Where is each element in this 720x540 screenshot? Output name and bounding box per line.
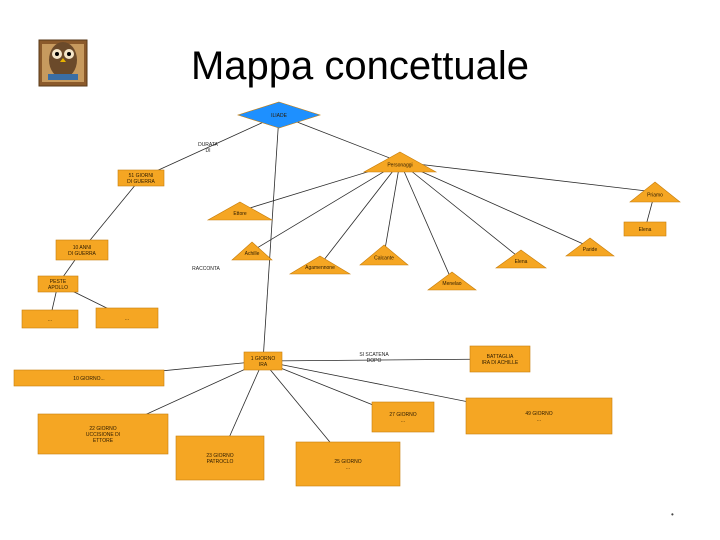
node-shape [469, 345, 531, 373]
node-priamo[interactable]: Priamo [629, 181, 681, 203]
node-elena[interactable]: Elena [623, 221, 667, 237]
node-label: Priamo [647, 192, 663, 198]
node-shape [175, 435, 265, 481]
node-agamennone[interactable]: Agamennone [288, 255, 352, 275]
edge-root-giorni [140, 114, 280, 179]
edge-root-primo [262, 114, 280, 362]
node-root[interactable]: ILIADE [237, 101, 321, 129]
node-shape [427, 271, 477, 291]
node-shape [95, 307, 159, 329]
edge-label-racconta: RACCONTA [192, 266, 220, 272]
edge-personaggi-menelao [399, 161, 453, 282]
node-shape [231, 241, 273, 261]
edge-giorni-dieci [81, 177, 142, 251]
node-shape [371, 401, 435, 433]
node-shape [13, 369, 165, 387]
node-shape [623, 221, 667, 237]
edge-personaggi-paride [399, 161, 591, 248]
node-shape [495, 249, 547, 269]
edge-personaggi-agamennone [319, 161, 401, 266]
node-label: 27 GIORNO... [389, 412, 416, 424]
edge-root-personaggi [278, 114, 401, 163]
node-paride[interactable]: Paride [565, 237, 615, 257]
node-giorno49[interactable]: 49 GIORNO... [465, 397, 613, 435]
node-label: ILIADE [271, 113, 288, 119]
node-label: Elena [639, 227, 652, 233]
node-achille[interactable]: Achille [231, 241, 273, 261]
edge-personaggi-elena2 [399, 161, 522, 260]
node-agamennone2[interactable]: ... [95, 307, 159, 329]
node-shape [37, 275, 79, 293]
node-giorno27[interactable]: 27 GIORNO... [371, 401, 435, 433]
node-label: 25 GIORNO... [334, 459, 361, 471]
node-shape [117, 169, 165, 187]
node-shape [565, 237, 615, 257]
node-label: Ettore [233, 211, 247, 217]
node-label: Menelao [442, 281, 461, 287]
node-menelao[interactable]: Menelao [427, 271, 477, 291]
node-shape [359, 244, 409, 266]
node-shape [288, 255, 352, 275]
node-shape [295, 441, 401, 487]
node-label: Personaggi [387, 162, 412, 168]
node-label: Calcante [374, 255, 394, 261]
node-label: 49 GIORNO... [525, 411, 552, 423]
node-shape [37, 413, 169, 455]
edge-personaggi-achille [251, 161, 401, 252]
node-shape [21, 309, 79, 329]
node-shape [629, 181, 681, 203]
node-shape [206, 201, 274, 221]
node-label: ... [125, 316, 129, 322]
edge-primo-battaglia [262, 358, 501, 362]
node-label: Paride [583, 247, 598, 253]
node-label: Elena [515, 259, 528, 265]
node-shape [237, 101, 321, 129]
node-altro[interactable]: ... [21, 309, 79, 329]
node-giorno10[interactable]: 10 GIORNO... [13, 369, 165, 387]
node-shape [243, 351, 283, 371]
edge-personaggi-priamo [399, 161, 656, 193]
node-personaggi[interactable]: Personaggi [362, 151, 438, 173]
node-label: Agamennone [305, 265, 335, 271]
node-ettore[interactable]: Ettore [206, 201, 274, 221]
slide-number: • [671, 510, 674, 519]
node-calcante[interactable]: Calcante [359, 244, 409, 266]
owl-book-icon [38, 39, 88, 87]
slide-title: Mappa concettuale [190, 44, 529, 88]
node-elena2[interactable]: Elena [495, 249, 547, 269]
node-shape [55, 239, 109, 261]
node-shape [465, 397, 613, 435]
edge-personaggi-calcante [383, 161, 401, 256]
node-giorno25[interactable]: 25 GIORNO... [295, 441, 401, 487]
node-label: Achille [245, 251, 260, 257]
node-label: ... [48, 317, 52, 323]
node-shape [362, 151, 438, 173]
node-label: 10 GIORNO... [73, 376, 104, 382]
